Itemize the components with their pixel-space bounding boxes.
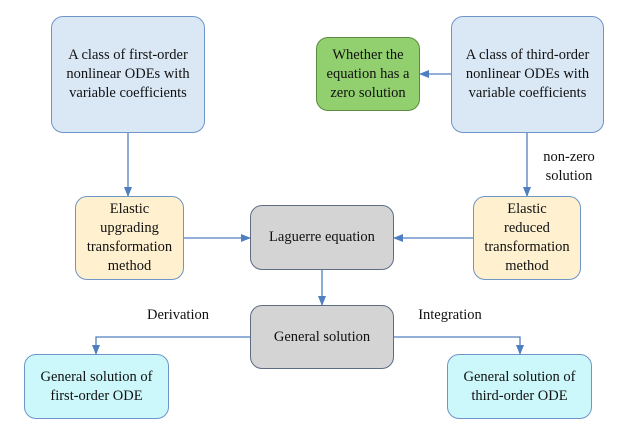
- node-first-order-solution-label: General solution of first-order ODE: [40, 368, 153, 404]
- node-third-order-solution-label: General solution of third-order ODE: [463, 368, 576, 404]
- node-third-order-solution: General solution of third-order ODE: [447, 354, 592, 419]
- node-elastic-upgrading-label: Elastic upgrading transformation method: [86, 201, 173, 274]
- node-first-order-solution: General solution of first-order ODE: [24, 354, 169, 419]
- edge-general-to-first-order: [92, 336, 250, 355]
- node-zero-solution-question: Whether the equation has a zero solution: [316, 37, 420, 111]
- node-laguerre-equation-label: Laguerre equation: [269, 229, 375, 245]
- node-zero-solution-question-label: Whether the equation has a zero solution: [326, 46, 410, 101]
- node-first-order-class: A class of first-order nonlinear ODEs wi…: [51, 16, 205, 133]
- node-laguerre-equation: Laguerre equation: [250, 205, 394, 270]
- edge-label-integration: Integration: [418, 307, 482, 323]
- node-elastic-reduced-label: Elastic reduced transformation method: [484, 201, 570, 274]
- node-general-solution-label: General solution: [273, 328, 371, 345]
- node-third-order-class-label: A class of third-order nonlinear ODEs wi…: [465, 47, 590, 101]
- node-third-order-class: A class of third-order nonlinear ODEs wi…: [451, 16, 604, 133]
- node-first-order-class-label: A class of first-order nonlinear ODEs wi…: [66, 47, 190, 101]
- node-elastic-reduced: Elastic reduced transformation method: [473, 196, 581, 280]
- edge-general-to-third-order: [394, 336, 524, 355]
- edge-label-derivation: Derivation: [146, 307, 209, 323]
- node-elastic-upgrading: Elastic upgrading transformation method: [75, 196, 184, 280]
- node-general-solution: General solution: [250, 305, 394, 369]
- edge-label-non-zero-solution: non-zero solution: [543, 149, 595, 184]
